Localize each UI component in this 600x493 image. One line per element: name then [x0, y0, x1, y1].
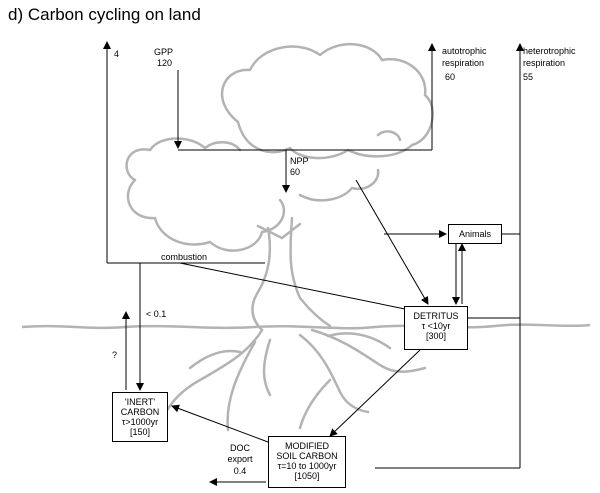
heterotrophic-label-line1: heterotrophic — [523, 46, 576, 56]
modified-soil-carbon-name-line1: MODIFIED — [285, 441, 329, 451]
autotrophic-value: 60 — [445, 72, 456, 82]
modified-soil-carbon-stock: [1050] — [294, 471, 320, 481]
inert-carbon-name-line1: 'INERT' — [124, 397, 156, 407]
autotrophic-label-line2: respiration — [442, 58, 485, 68]
fossil-flux-value: 4 — [114, 49, 120, 59]
gpp-label: GPP — [154, 47, 174, 57]
detritus-box: DETRITUS τ <10yr [300] — [404, 306, 468, 350]
npp-value: 60 — [290, 167, 301, 177]
modified-soil-carbon-turnover: τ=10 to 1000yr — [277, 461, 337, 471]
doc-export-label: export — [227, 454, 253, 464]
tree-illustration — [125, 42, 434, 432]
combustion-label: combustion — [161, 252, 208, 262]
ground-line — [21, 323, 591, 330]
detritus-stock: [300] — [425, 331, 447, 341]
detritus-name: DETRITUS — [413, 311, 459, 321]
animals-box: Animals — [448, 224, 502, 244]
npp-label: NPP — [290, 156, 309, 166]
modified-soil-carbon-name-line2: SOIL CARBON — [276, 451, 338, 461]
litter-to-detritus-arrow — [355, 179, 429, 305]
inert-flux-value: < 0.1 — [146, 309, 167, 319]
modified-to-inert-arrow — [171, 404, 269, 443]
inert-carbon-stock: [150] — [129, 427, 151, 437]
doc-export-value: 0.4 — [233, 466, 247, 476]
inert-carbon-box: 'INERT' CARBON τ>1000yr [150] — [112, 392, 168, 442]
inert-carbon-name-line2: CARBON — [120, 407, 160, 417]
heterotrophic-value: 55 — [523, 72, 534, 82]
combustion-to-detritus-line — [179, 262, 411, 311]
animals-label: Animals — [458, 229, 491, 239]
inert-carbon-turnover: τ>1000yr — [121, 417, 159, 427]
diagram-title: d) Carbon cycling on land — [8, 5, 201, 24]
unknown-flux-label: ? — [112, 350, 118, 360]
detritus-to-modified-arrow — [329, 349, 421, 437]
gpp-value: 120 — [157, 58, 173, 68]
detritus-turnover: τ <10yr — [421, 321, 451, 331]
doc-label: DOC — [230, 443, 250, 453]
modified-soil-carbon-box: MODIFIED SOIL CARBON τ=10 to 1000yr [105… — [268, 436, 346, 488]
heterotrophic-label-line2: respiration — [523, 58, 566, 68]
autotrophic-label-line1: autotrophic — [442, 46, 487, 56]
